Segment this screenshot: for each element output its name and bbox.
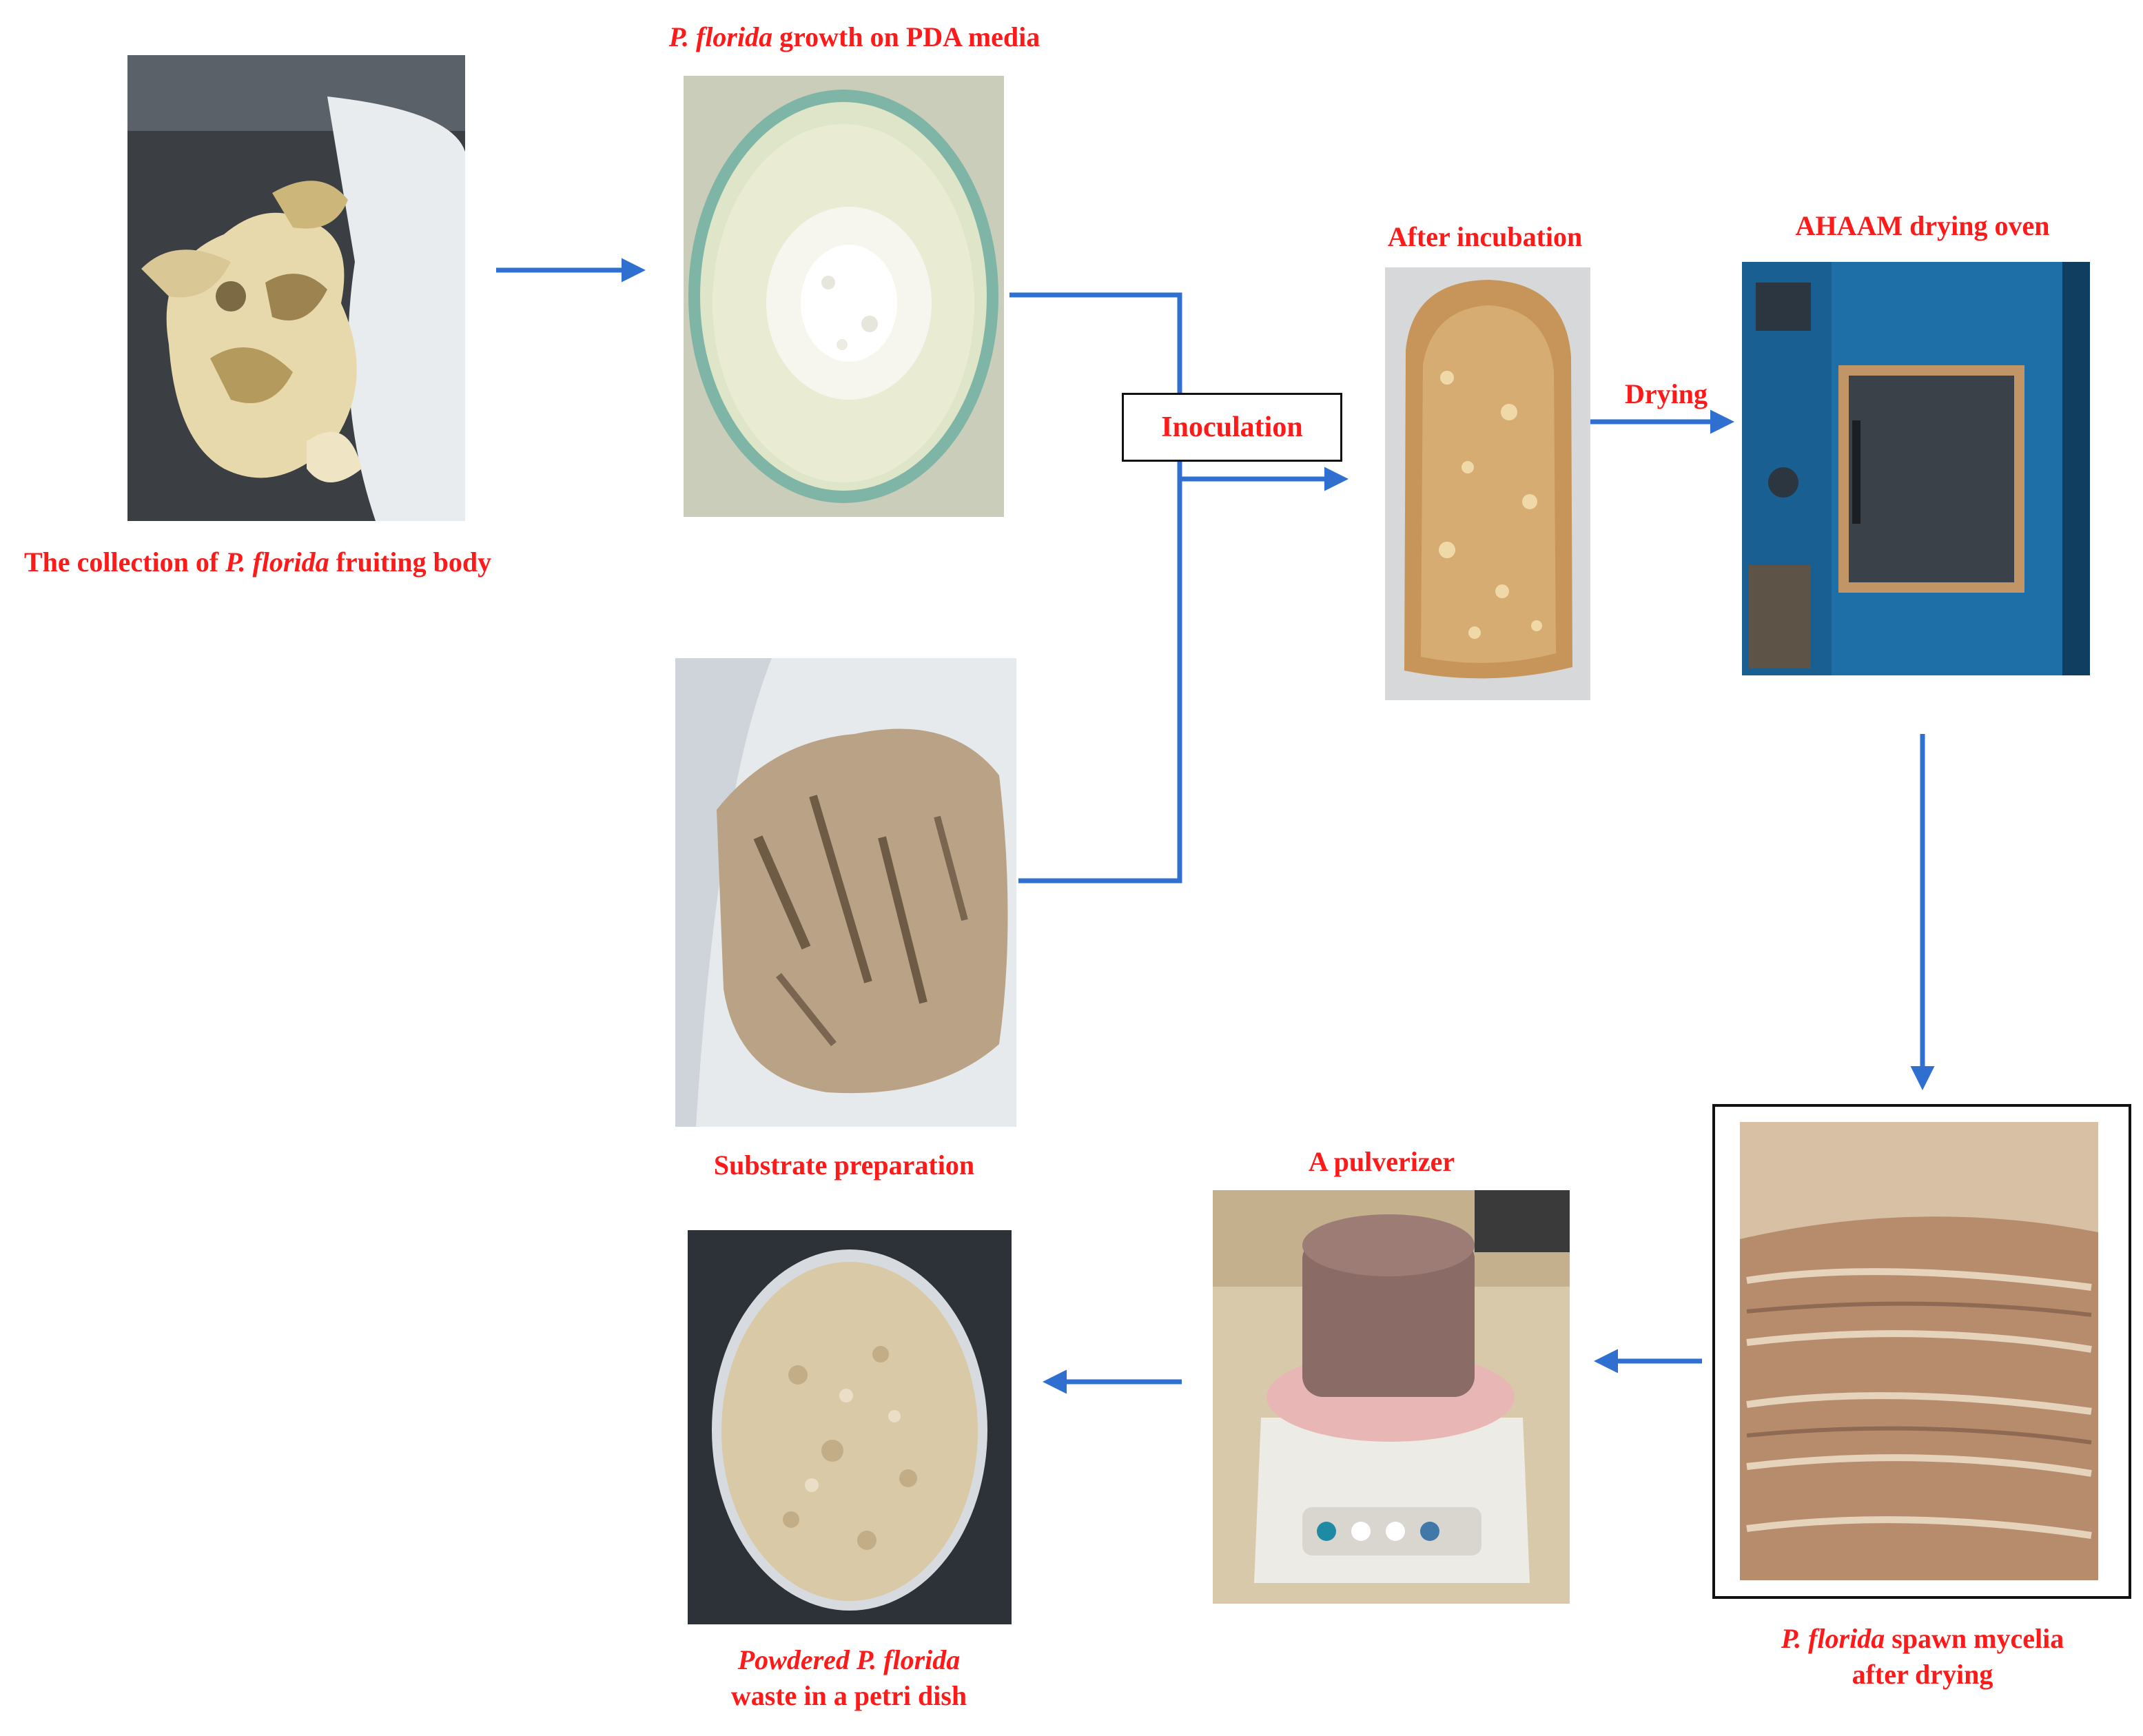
label-drying: Drying <box>1625 378 1708 409</box>
incubated-block-photo <box>1385 267 1590 700</box>
label-inoculation: Inoculation <box>1161 411 1303 443</box>
mushroom-photo <box>127 55 465 521</box>
substrate-bag-photo <box>675 658 1016 1127</box>
label-spawn-line1: P. florida spawn mycelia <box>1781 1623 2064 1654</box>
label-collection: The collection of P. florida fruiting bo… <box>24 547 492 578</box>
label-powdered-line2: waste in a petri dish <box>730 1680 967 1711</box>
petri-dish-photo <box>684 76 1004 517</box>
label-incubation: After incubation <box>1387 221 1583 252</box>
label-oven: AHAAM drying oven <box>1795 210 2050 241</box>
label-spawn-line2: after drying <box>1852 1659 1993 1690</box>
label-pulverizer: A pulverizer <box>1308 1146 1455 1177</box>
drying-oven-photo <box>1742 262 2090 675</box>
dried-spawn-photo <box>1740 1122 2098 1580</box>
label-substrate: Substrate preparation <box>713 1150 975 1181</box>
pulverizer-photo <box>1213 1190 1570 1604</box>
connector-substrate-to-junction <box>1018 479 1182 884</box>
spawn-frame <box>1712 1104 2131 1599</box>
label-powdered: Powdered P. florida waste in a petri dis… <box>731 1642 967 1714</box>
powder-dish-photo <box>688 1230 1012 1624</box>
inoculation-box: Inoculation <box>1122 393 1342 462</box>
label-pda: P. florida growth on PDA media <box>668 21 1040 52</box>
label-spawn: P. florida spawn mycelia after drying <box>1781 1621 2064 1693</box>
label-powdered-line1: Powdered P. florida <box>737 1644 961 1675</box>
